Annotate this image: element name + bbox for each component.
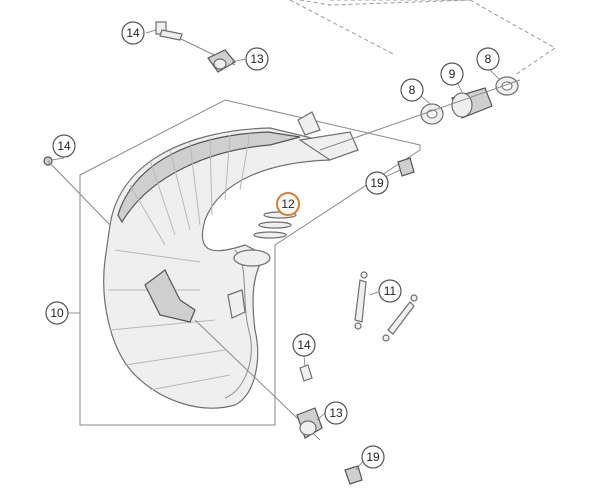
callout-14-top: 14 bbox=[121, 21, 145, 45]
callout-19-top-label: 19 bbox=[370, 176, 384, 190]
callout-19-bottom-label: 19 bbox=[366, 450, 380, 464]
callout-14-bottom: 14 bbox=[292, 333, 316, 357]
callout-8-left: 8 bbox=[400, 78, 424, 102]
callout-14-left-label: 14 bbox=[57, 139, 71, 153]
rubber-mount-bottom bbox=[296, 407, 323, 439]
callout-12: 12 bbox=[276, 192, 300, 216]
callout-13-top-label: 13 bbox=[250, 52, 264, 66]
callout-10: 10 bbox=[45, 301, 69, 325]
clip-top bbox=[397, 157, 415, 177]
screw-left bbox=[43, 156, 111, 226]
bushing bbox=[451, 87, 493, 119]
callout-13-top: 13 bbox=[245, 47, 269, 71]
callout-12-label: 12 bbox=[281, 197, 295, 211]
callout-11-label: 11 bbox=[384, 284, 397, 298]
callout-13-bottom-label: 13 bbox=[329, 406, 343, 420]
callout-19-bottom: 19 bbox=[361, 445, 385, 469]
spring-left bbox=[354, 271, 368, 330]
callout-14-top-label: 14 bbox=[126, 26, 140, 40]
callout-10-label: 10 bbox=[50, 306, 64, 320]
exhaust-pipe bbox=[103, 111, 359, 409]
callout-8-left-label: 8 bbox=[409, 83, 416, 97]
rubber-mount-top bbox=[207, 49, 236, 73]
clip-bottom bbox=[344, 465, 363, 485]
callout-13-bottom: 13 bbox=[324, 401, 348, 425]
callout-14-left: 14 bbox=[52, 134, 76, 158]
leader-lines bbox=[51, 29, 501, 471]
callout-8-right: 8 bbox=[476, 47, 500, 71]
assembly-frame bbox=[79, 99, 421, 426]
callout-9: 9 bbox=[440, 62, 464, 86]
callout-19-top: 19 bbox=[365, 171, 389, 195]
callout-8-right-label: 8 bbox=[485, 52, 492, 66]
spring-right bbox=[382, 294, 418, 342]
callout-9-label: 9 bbox=[449, 67, 456, 81]
o-ring-set bbox=[253, 211, 297, 239]
muffler-outline-dashed bbox=[289, 0, 556, 76]
callout-14-bottom-label: 14 bbox=[297, 338, 311, 352]
callout-11: 11 bbox=[378, 279, 402, 303]
